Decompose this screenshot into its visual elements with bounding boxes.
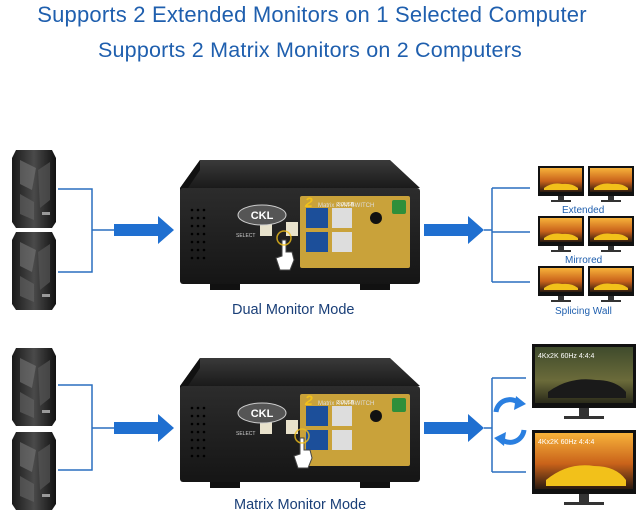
select-label-bottom: SELECT — [236, 431, 255, 437]
computer-tower-icon-4 — [12, 432, 56, 510]
hand-pointer-icon-2 — [293, 428, 313, 469]
caption-dual-monitor-mode: Dual Monitor Mode — [232, 302, 355, 318]
monitor-icon-mir-1 — [538, 216, 584, 252]
caption-matrix-monitor-mode: Matrix Monitor Mode — [234, 497, 367, 513]
select-label-top: SELECT — [236, 233, 255, 239]
model-number-bottom: 2 — [304, 392, 313, 408]
monitor-icon-big-2 — [532, 430, 636, 505]
label-mirrored: Mirrored — [565, 255, 603, 266]
model-title-top: Matrix KVM SWITCH — [318, 203, 374, 209]
usb-label-bottom: 3.0USB — [337, 400, 355, 406]
computer-tower-icon-3 — [12, 348, 56, 426]
arrow-right-icon-2 — [424, 216, 484, 244]
label-extended: Extended — [562, 205, 605, 216]
monitor-icon-spl-2 — [588, 266, 634, 302]
overlay-bottom: 4Kx2K 60Hz 4:4:4 — [538, 439, 595, 446]
monitor-icon-big-1 — [532, 344, 636, 419]
hand-pointer-icon-1 — [275, 230, 295, 271]
model-number-top: 2 — [304, 194, 313, 210]
usb-label-top: 3.0USB — [337, 202, 355, 208]
arrow-right-icon-3 — [114, 414, 174, 442]
refresh-arrows-icon — [493, 396, 527, 446]
computer-tower-icon-1 — [12, 150, 56, 228]
arrow-right-icon-4 — [424, 414, 484, 442]
overlay-top: 4Kx2K 60Hz 4:4:4 — [538, 353, 595, 360]
kvm-switch-top — [180, 160, 420, 290]
brand-label-bottom: CKL — [251, 408, 274, 420]
monitor-icon-spl-1 — [538, 266, 584, 302]
model-title-bottom: Matrix KVM SWITCH — [318, 401, 374, 407]
brand-label-top: CKL — [251, 210, 274, 222]
headline-extended: Supports 2 Extended Monitors on 1 Select… — [37, 2, 587, 27]
brand-badge-top: CKL — [237, 204, 287, 226]
label-splicing-wall: Splicing Wall — [555, 306, 612, 317]
monitor-icon-ext-1 — [538, 166, 584, 202]
monitor-icon-mir-2 — [588, 216, 634, 252]
arrow-right-icon-1 — [114, 216, 174, 244]
computer-tower-icon-2 — [12, 232, 56, 310]
headline-matrix: Supports 2 Matrix Monitors on 2 Computer… — [97, 38, 523, 62]
brand-badge-bottom: CKL — [237, 402, 287, 424]
monitor-icon-ext-2 — [588, 166, 634, 202]
